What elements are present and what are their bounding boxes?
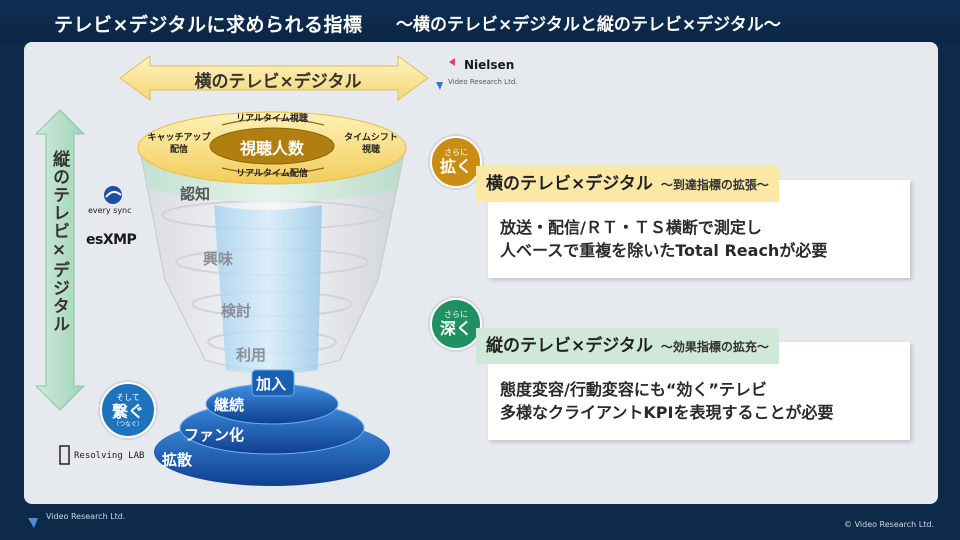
viewers-count-label: 視聴人数: [239, 139, 304, 158]
connect-badge-big: 繋ぐ: [111, 401, 144, 421]
connect-badge-small: そして: [116, 392, 140, 402]
horizontal-panel-body: 放送・配信/ＲＴ・ＴＳ横断で測定し 人ベースで重複を除いたTotal Reach…: [500, 216, 827, 262]
timeshift-label-line1: タイムシフト: [344, 133, 398, 143]
esxmp-logo: esXMP: [86, 232, 137, 248]
connect-badge-ruby: （つなぐ）: [112, 420, 143, 428]
deepen-badge: さらに 深く: [430, 298, 482, 350]
every-sync-logo: every sync: [88, 206, 132, 215]
stage-join: 加入: [256, 375, 287, 393]
disk-join: [251, 369, 295, 397]
every-sync-icon: [104, 186, 122, 204]
horizontal-panel-header: 横のテレビ×デジタル 〜到達指標の拡張〜: [476, 166, 779, 202]
realtime-viewing-label: リアルタイム視聴: [236, 114, 308, 124]
resolving-lab-icon: [59, 445, 70, 465]
footer-logo: Video Research Ltd.: [24, 512, 125, 521]
nielsen-logo-text: Nielsen: [464, 58, 515, 72]
footer-logo-icon: [28, 518, 38, 528]
connect-badge: そして 繋ぐ （つなぐ）: [100, 382, 156, 438]
stage-fan: ファン化: [184, 426, 245, 444]
funnel-blue-column: [214, 205, 322, 374]
expand-badge-small: さらに: [444, 148, 468, 157]
catchup-label-line2: 配信: [169, 145, 188, 155]
catchup-label: キャッチアップ 配信: [142, 132, 216, 156]
vertical-panel-header: 縦のテレビ×デジタル 〜効果指標の拡充〜: [476, 328, 779, 364]
funnel-center-pill: [209, 127, 335, 165]
vertical-panel-line1: 態度変容/行動変容にも“効く”テレビ: [500, 380, 767, 399]
horizontal-panel-subheading: 〜到達指標の拡張〜: [660, 178, 769, 192]
vertical-panel-body: 態度変容/行動変容にも“効く”テレビ 多様なクライアントKPIを表現することが必…: [500, 378, 833, 424]
resolving-lab-logo: Resolving LAB: [74, 451, 145, 461]
stage-continue: 継続: [214, 396, 245, 414]
expand-badge: さらに 拡く: [430, 136, 482, 188]
expand-badge-big: 拡く: [439, 157, 472, 176]
horizontal-arrow-label: 横のテレビ×デジタル: [194, 72, 362, 92]
page-subtitle: 〜横のテレビ×デジタルと縦のテレビ×デジタル〜: [396, 15, 781, 35]
stage-awareness: 認知: [180, 185, 211, 203]
stage-spread: 拡散: [162, 451, 193, 469]
nielsen-icon: [449, 58, 455, 66]
timeshift-label-line2: 視聴: [361, 145, 380, 155]
timeshift-label: タイムシフト 視聴: [334, 132, 408, 156]
catchup-label-line1: キャッチアップ: [147, 133, 211, 143]
copyright: © Video Research Ltd.: [844, 520, 934, 529]
nielsen-logo: Nielsen: [446, 58, 514, 72]
horizontal-panel-line2: 人ベースで重複を除いたTotal Reachが必要: [500, 241, 828, 260]
video-research-icon: [436, 82, 443, 90]
title-bar: テレビ×デジタルに求められる指標 〜横のテレビ×デジタルと縦のテレビ×デジタル〜: [0, 0, 960, 42]
vertical-arrow-label: 縦のテレビ×デジタル: [49, 150, 69, 333]
vertical-panel: 縦のテレビ×デジタル 〜効果指標の拡充〜 態度変容/行動変容にも“効く”テレビ …: [476, 328, 910, 440]
vertical-panel-heading: 縦のテレビ×デジタル: [486, 336, 653, 356]
vertical-panel-line2: 多様なクライアントKPIを表現することが必要: [500, 403, 834, 422]
video-research-logo-text: Video Research Ltd.: [448, 78, 518, 86]
horizontal-panel: 横のテレビ×デジタル 〜到達指標の拡張〜 放送・配信/ＲＴ・ＴＳ横断で測定し 人…: [476, 166, 910, 278]
stage-consideration: 検討: [221, 302, 252, 320]
realtime-streaming-label: リアルタイム配信: [236, 169, 308, 179]
video-research-logo: Video Research Ltd.: [432, 78, 517, 86]
vertical-panel-subheading: 〜効果指標の拡充〜: [660, 340, 769, 354]
deepen-badge-big: 深く: [439, 319, 472, 338]
footer-logo-text: Video Research Ltd.: [46, 512, 126, 521]
stage-usage: 利用: [236, 346, 267, 364]
deepen-badge-small: さらに: [444, 310, 468, 319]
page-title: テレビ×デジタルに求められる指標: [54, 14, 363, 36]
vertical-arrow: [34, 109, 86, 411]
stage-interest: 興味: [203, 250, 234, 268]
horizontal-panel-heading: 横のテレビ×デジタル: [486, 174, 653, 194]
horizontal-arrow: [119, 55, 429, 101]
horizontal-panel-line1: 放送・配信/ＲＴ・ＴＳ横断で測定し: [500, 218, 762, 237]
